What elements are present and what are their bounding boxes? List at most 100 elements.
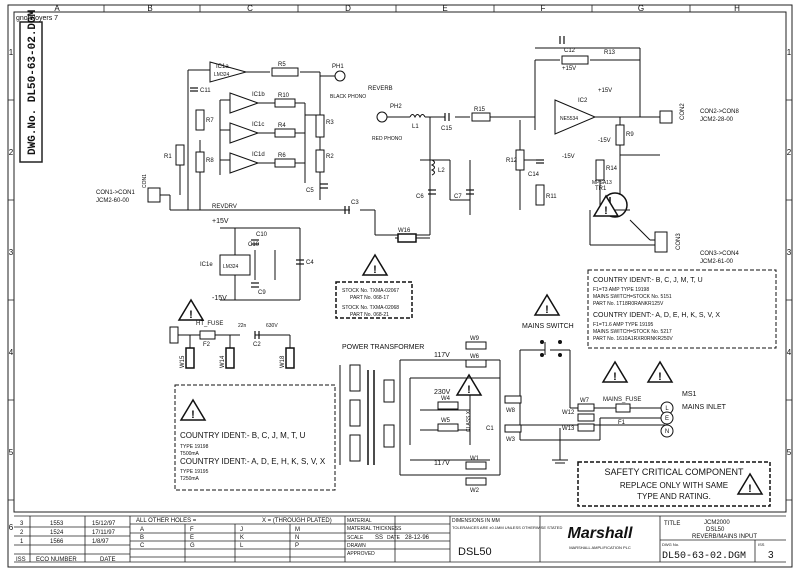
svg-text:L: L <box>665 406 669 412</box>
r6-label: R6 <box>278 153 286 159</box>
rev-2-date: 17/11/97 <box>92 530 116 536</box>
c2-value: 22n <box>238 323 247 329</box>
ic1a-part: LM324 <box>214 72 230 78</box>
dwg-number-vertical: DWG.No. DL50-63-02.DGM <box>27 9 39 155</box>
rev-3-eco: 1553 <box>50 521 64 527</box>
c9-label: C9 <box>258 290 266 296</box>
country-left-l1: TYPE 19198 <box>180 444 209 450</box>
c10-label: C10 <box>256 232 268 238</box>
f1-symbol <box>615 403 631 413</box>
supply-plus15: +15V <box>212 218 229 225</box>
f2-label: F2 <box>203 342 211 348</box>
c6-label: C6 <box>416 194 424 200</box>
con1-ref: CON1->CON1 <box>96 190 136 196</box>
warning-icon <box>601 360 629 383</box>
stock-box <box>335 281 413 319</box>
rev-head-eco: ECO NUMBER <box>36 557 77 563</box>
tr1-label: TR1 <box>595 186 607 192</box>
con1-symbol <box>147 187 161 203</box>
c4-label: C4 <box>306 260 314 266</box>
v117-bot-label: 117V <box>434 460 450 467</box>
iss-value: 3 <box>768 550 774 561</box>
c3-label: C3 <box>351 200 359 206</box>
c15-label: C15 <box>441 126 453 132</box>
warning-icon <box>179 398 207 421</box>
rev-head-date: DATE <box>100 557 116 563</box>
grid-col-d: D <box>345 4 351 13</box>
v117-top-label: 117V <box>434 352 450 359</box>
r2-symbol <box>315 149 325 173</box>
ic2-vminus2: -15V <box>598 138 611 144</box>
marshall-logo: Marshall <box>568 525 633 542</box>
con3-label: CON3 <box>676 233 682 250</box>
r4-symbol <box>274 128 296 138</box>
l2-symbol <box>430 159 435 176</box>
ic1c-symbol <box>229 122 260 144</box>
w15-connector <box>169 326 179 344</box>
ph1-label: PH1 <box>332 64 344 70</box>
grid-row-4: 4 <box>9 348 14 357</box>
w3-label: W3 <box>506 437 516 443</box>
c14-label: C14 <box>528 172 540 178</box>
grid-col-b: B <box>147 4 152 13</box>
rev-3-date: 15/12/97 <box>92 521 116 527</box>
grid-row-3-right: 3 <box>787 248 792 257</box>
title-line1: JCM2000 <box>704 520 730 526</box>
material-thickness-label: MATERIAL THICKNESS <box>347 526 402 532</box>
rev-1-num: 1 <box>20 539 24 545</box>
country-right-l6: PART No. 1610A1RXR0RNKR250V <box>593 336 673 342</box>
reverb-circuit-wiring <box>150 47 665 360</box>
con1-label: CON1 <box>142 174 148 188</box>
svg-text:E: E <box>665 416 669 422</box>
ic2-vplus: +15V <box>562 66 576 72</box>
warning-icon <box>361 253 389 276</box>
w14-symbol <box>225 347 235 369</box>
country-right-l4: F1=T1.6 AMP TYPE 19195 <box>593 322 653 328</box>
tolerance-note: TOLERANCES ARE ±0.1MM UNLESS OTHERWISE S… <box>452 525 562 530</box>
ic1a-label: IC1a <box>216 64 229 70</box>
stock-line-4: PART No. 068-21 <box>350 312 389 318</box>
power-transformer-label: POWER TRANSFORMER <box>342 344 424 351</box>
drawn-label: DRAWN <box>347 543 366 549</box>
w9-label: W9 <box>470 336 480 342</box>
svg-text:E: E <box>190 535 194 541</box>
grid-row-6: 6 <box>9 523 14 532</box>
grid-col-a: A <box>54 4 60 13</box>
title-line2: DSL50 <box>706 527 725 533</box>
svg-text:C: C <box>140 543 145 549</box>
svg-text:N: N <box>295 535 299 541</box>
svg-text:A: A <box>140 527 144 533</box>
grid-row-2-right: 2 <box>787 148 792 157</box>
svg-text:!: ! <box>545 304 549 316</box>
r3-label: R3 <box>326 120 334 126</box>
r5-label: R5 <box>278 62 286 68</box>
grid-columns-top: A B C D E F G H <box>54 4 740 13</box>
reverb-label: REVERB <box>368 86 393 92</box>
svg-text:P: P <box>295 543 299 549</box>
r10-symbol <box>274 98 296 108</box>
w18-symbol <box>285 347 295 369</box>
ic2-label: IC2 <box>578 98 588 104</box>
r7-label: R7 <box>206 118 214 124</box>
rev-2-num: 2 <box>20 530 24 536</box>
ic1b-label: IC1b <box>252 92 265 98</box>
mains-inlet-symbol <box>660 401 674 438</box>
r9-symbol <box>615 124 625 146</box>
warning-icon <box>592 194 620 217</box>
supply-minus15: -15V <box>212 295 227 302</box>
r4-label: R4 <box>278 123 286 129</box>
stock-line-2: PART No. 068-17 <box>350 295 389 301</box>
grid-col-h: H <box>734 4 740 13</box>
outer-border <box>7 4 793 568</box>
w2-label: W2 <box>470 488 480 494</box>
c5-label: C5 <box>306 188 314 194</box>
title-label: TITLE <box>664 521 680 527</box>
model-dsl50: DSL50 <box>458 546 492 558</box>
c11-label: C11 <box>200 88 211 94</box>
l2-label: L2 <box>438 168 445 174</box>
ic2-symbol <box>554 99 597 135</box>
ground-icon <box>552 459 568 464</box>
ic2-part: NE5534 <box>560 116 578 122</box>
w5-label: W5 <box>441 418 451 424</box>
